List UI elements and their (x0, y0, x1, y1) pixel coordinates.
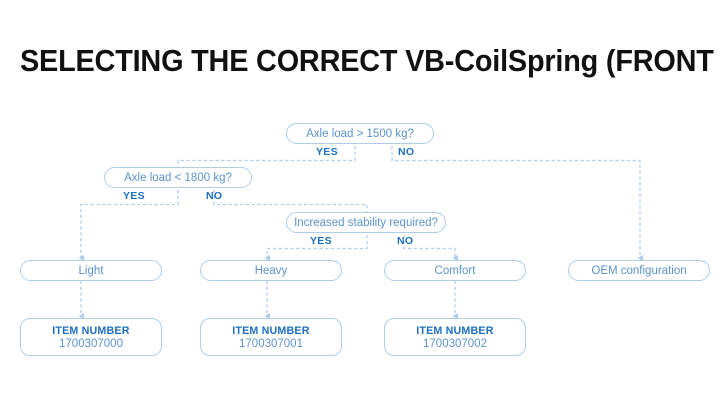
page-title: SELECTING THE CORRECT VB-CoilSpring (FRO… (20, 43, 720, 78)
branch-label-d3-yes: YES (310, 235, 332, 247)
result-comfort[interactable]: Comfort (384, 260, 526, 281)
decision-label: Axle load > 1500 kg? (306, 127, 414, 140)
result-oem-configuration[interactable]: OEM configuration (568, 260, 710, 281)
decision-increased-stability[interactable]: Increased stability required? (286, 212, 446, 233)
decision-label: Axle load < 1800 kg? (124, 171, 232, 184)
item-number-box-heavy[interactable]: ITEM NUMBER 1700307001 (200, 318, 342, 356)
item-number-title: ITEM NUMBER (416, 324, 494, 337)
edge-d3-no (403, 235, 458, 261)
decision-axle-load-1800[interactable]: Axle load < 1800 kg? (104, 167, 252, 188)
item-number-box-light[interactable]: ITEM NUMBER 1700307000 (20, 318, 162, 356)
item-number-value: 1700307000 (59, 337, 123, 350)
item-number-value: 1700307002 (423, 337, 487, 350)
decision-label: Increased stability required? (294, 216, 438, 229)
edge-d3-yes (264, 235, 368, 261)
edge-d2-yes (78, 190, 179, 261)
branch-label-d2-yes: YES (123, 190, 145, 202)
edge-d2-no (213, 190, 368, 212)
edge-d1-yes (177, 146, 356, 167)
item-number-box-comfort[interactable]: ITEM NUMBER 1700307002 (384, 318, 526, 356)
branch-label-d2-no: NO (206, 190, 223, 202)
edge-d1-no (391, 146, 643, 261)
result-label: Heavy (254, 264, 288, 277)
result-light[interactable]: Light (20, 260, 162, 281)
item-number-title: ITEM NUMBER (232, 324, 310, 337)
branch-label-d1-no: NO (398, 146, 415, 158)
item-number-title: ITEM NUMBER (52, 324, 130, 337)
item-number-value: 1700307001 (239, 337, 303, 350)
branch-label-d3-no: NO (397, 235, 414, 247)
result-heavy[interactable]: Heavy (200, 260, 342, 281)
branch-label-d1-yes: YES (316, 146, 338, 158)
result-label: OEM configuration (591, 264, 687, 277)
decision-axle-load-1500[interactable]: Axle load > 1500 kg? (286, 123, 434, 144)
result-label: Comfort (434, 264, 476, 277)
result-label: Light (78, 264, 104, 277)
